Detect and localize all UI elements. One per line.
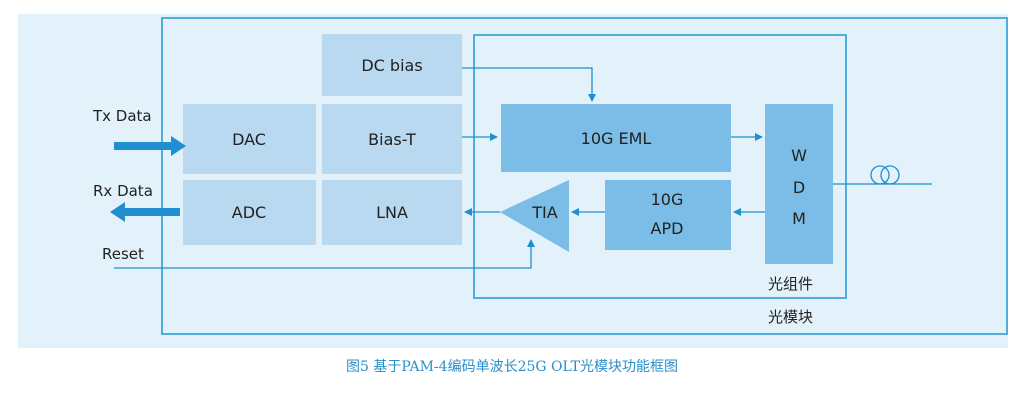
wdm-block	[765, 104, 833, 264]
wdm-label-m: M	[792, 209, 806, 228]
dac-label: DAC	[232, 130, 266, 149]
reset-to-tia-wire	[114, 239, 535, 269]
tia-triangle	[500, 180, 569, 252]
lna-block	[322, 180, 462, 245]
apd-label-line2: APD	[651, 219, 684, 238]
tia-label: TIA	[531, 203, 557, 222]
apd-block	[605, 180, 731, 250]
reset-label: Reset	[102, 245, 144, 263]
eml-label: 10G EML	[581, 129, 652, 148]
wdm-label-d: D	[793, 178, 805, 197]
apd-label-line1: 10G	[651, 190, 684, 209]
adc-block	[183, 180, 316, 245]
wdm-label-w: W	[791, 146, 807, 165]
tx-data-arrow-head	[171, 136, 186, 156]
dac-block	[183, 104, 316, 174]
rx-data-arrow-head	[110, 202, 125, 222]
eml-block	[501, 104, 731, 172]
figure-caption: 图5 基于PAM-4编码单波长25G OLT光模块功能框图	[346, 359, 678, 375]
rx-data-label: Rx Data	[93, 182, 153, 200]
dc-bias-block	[322, 34, 462, 96]
lna-label: LNA	[376, 203, 408, 222]
optical-module-frame	[161, 17, 1008, 335]
optical-assembly-label: 光组件	[768, 275, 813, 293]
bias-t-block	[322, 104, 462, 174]
dc-bias-to-eml-wire	[462, 67, 596, 102]
adc-label: ADC	[232, 203, 266, 222]
dc-bias-label: DC bias	[361, 56, 422, 75]
bias-t-label: Bias-T	[368, 130, 416, 149]
fiber-coil-icon	[870, 165, 890, 185]
optical-assembly-frame	[473, 34, 847, 299]
optical-module-label: 光模块	[768, 308, 813, 326]
tx-data-label: Tx Data	[92, 107, 152, 125]
fiber-coil-icon-second-loop	[880, 165, 900, 185]
